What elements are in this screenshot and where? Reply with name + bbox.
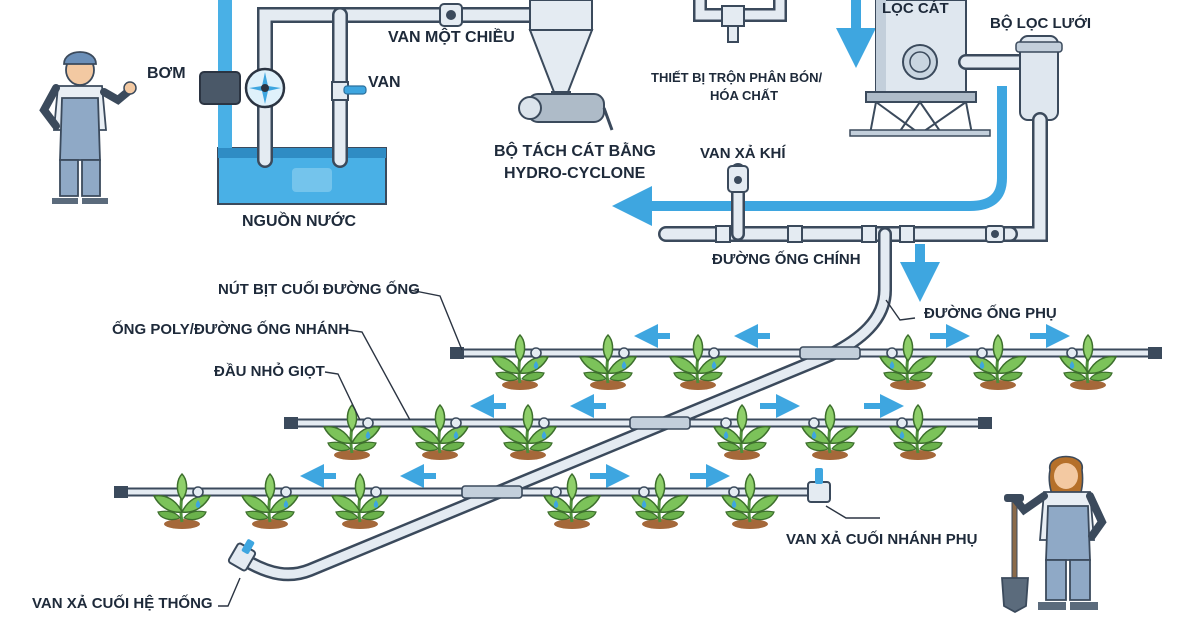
air-release-valve-icon [727, 163, 749, 241]
label-submain-pipe: ĐƯỜNG ỐNG PHỤ [924, 304, 1057, 322]
valve-icon [331, 81, 367, 101]
flow-arrow-main [612, 86, 1007, 226]
label-water-source: NGUỒN NƯỚC [242, 211, 356, 230]
check-valve-icon [439, 3, 463, 27]
label-mesh-filter: BỘ LỌC LƯỚI [990, 14, 1091, 32]
label-sand-filter: LỌC CÁT [882, 0, 949, 17]
lateral-row-3 [114, 472, 825, 531]
leader-lines [218, 289, 916, 607]
sand-filter-icon [849, 0, 991, 137]
lateral-row-2 [284, 403, 992, 462]
label-fertilizer-mixer-line2: HÓA CHẤT [710, 88, 778, 103]
label-check-valve: VAN MỘT CHIỀU [388, 27, 515, 46]
label-system-flush-valve: VAN XẢ CUỐI HỆ THỐNG [32, 594, 213, 612]
water-source-tank [217, 147, 387, 205]
gardener-icon [1001, 455, 1107, 614]
farmer-icon [39, 51, 137, 204]
main-pipeline [658, 225, 1018, 243]
label-hydro-cyclone-line2: HYDRO-CYCLONE [504, 165, 646, 182]
mesh-filter-icon [958, 35, 1063, 242]
label-main-pipeline: ĐƯỜNG ỐNG CHÍNH [712, 250, 861, 268]
label-fertilizer-mixer-line1: THIẾT BỊ TRỘN PHÂN BÓN/ [651, 70, 823, 85]
lateral-row-1 [450, 333, 1162, 392]
pump-icon [199, 67, 286, 109]
cyclone-icon [518, 0, 614, 131]
shovel-icon [1001, 494, 1029, 614]
label-air-release-valve: VAN XẢ KHÍ [700, 145, 786, 162]
fertilizer-mixer-icon [693, 0, 787, 43]
label-hydro-cyclone-line1: BỘ TÁCH CÁT BẰNG [494, 141, 656, 160]
label-poly-lateral: ỐNG POLY/ĐƯỜNG ỐNG NHÁNH [112, 320, 349, 338]
label-dripper: ĐẦU NHỎ GIỌT [214, 362, 325, 380]
end-flush-valve-system [227, 539, 257, 572]
label-valve: VAN [368, 74, 401, 91]
label-pump: BƠM [147, 65, 186, 82]
label-lateral-flush-valve: VAN XẢ CUỐI NHÁNH PHỤ [786, 530, 977, 548]
label-end-cap: NÚT BỊT CUỐI ĐƯỜNG ỐNG [218, 280, 420, 298]
end-flush-valve-lateral [807, 468, 831, 503]
